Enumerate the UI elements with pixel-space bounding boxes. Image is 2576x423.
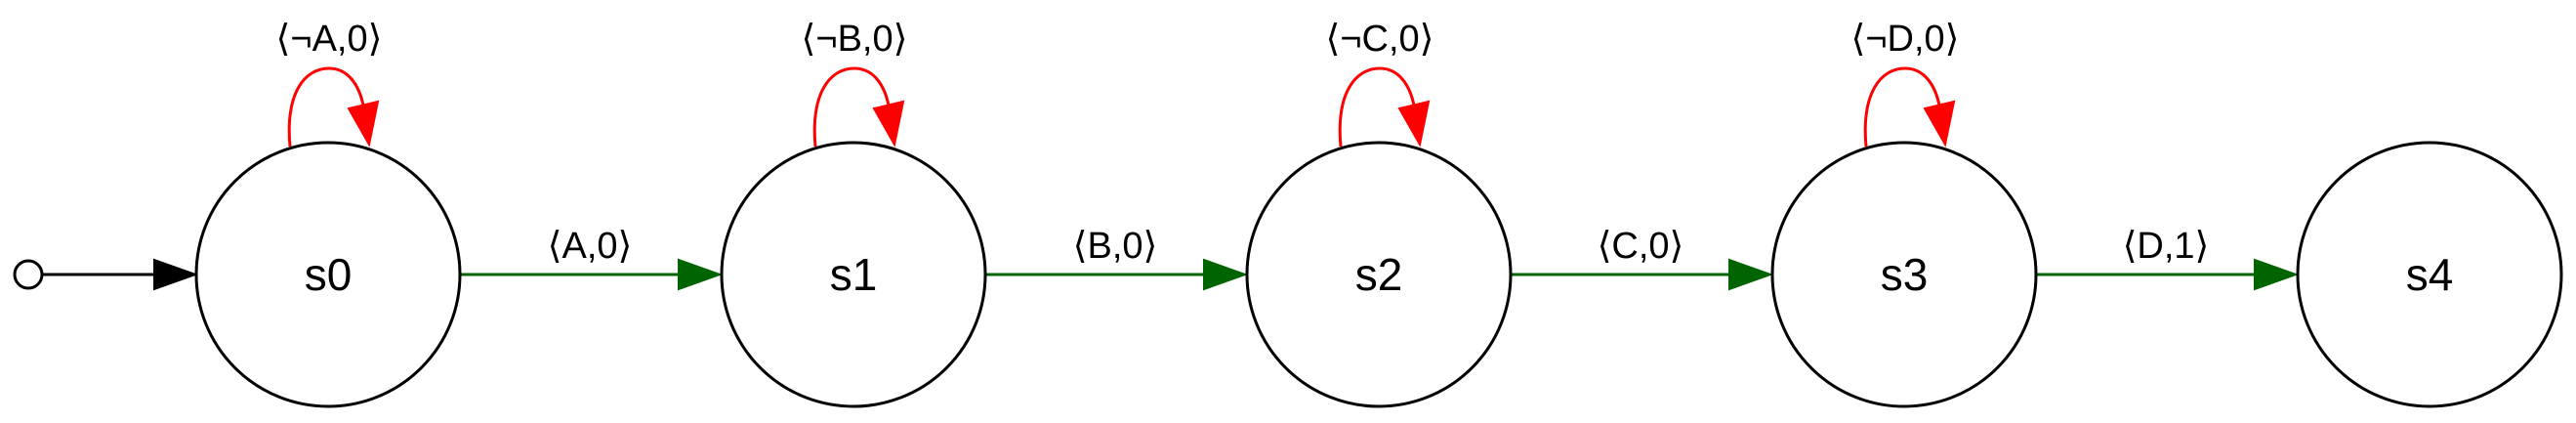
state-s2: s2 (1245, 141, 1513, 408)
state-circle (1245, 141, 1513, 408)
transition-arrow-head (1728, 258, 1773, 291)
self-loop-s3: ⟨¬D,0⟩ (1851, 19, 1960, 148)
self-loop-arrow-head (347, 100, 380, 148)
self-loop-path (287, 66, 365, 148)
transition-s2-s3: ⟨C,0⟩ (1512, 226, 1773, 291)
self-loop-s0: ⟨¬A,0⟩ (276, 19, 383, 148)
state-circle (1770, 141, 2038, 408)
initial-dot (13, 259, 44, 290)
state-s1: s1 (720, 141, 987, 408)
self-loop-label: ⟨¬C,0⟩ (1326, 19, 1434, 60)
self-loop-label: ⟨¬B,0⟩ (802, 19, 908, 60)
state-circle (720, 141, 987, 408)
initial-arrow-head (153, 258, 198, 291)
state-label: s4 (2406, 249, 2454, 300)
state-label: s1 (830, 249, 878, 300)
state-circle (194, 141, 462, 408)
state-label: s2 (1355, 249, 1403, 300)
state-s3: s3 (1770, 141, 2038, 408)
state-circle (2296, 141, 2563, 408)
state-label: s0 (305, 249, 353, 300)
transition-label: ⟨B,0⟩ (1073, 226, 1158, 267)
transition-s1-s2: ⟨B,0⟩ (986, 226, 1248, 291)
state-s4: s4 (2296, 141, 2563, 408)
self-loop-path (1338, 66, 1416, 148)
transition-s0-s1: ⟨A,0⟩ (461, 226, 723, 291)
state-s0: s0 (194, 141, 462, 408)
self-loop-arrow-head (1397, 100, 1431, 148)
transition-arrow-head (2254, 258, 2299, 291)
self-loop-label: ⟨¬A,0⟩ (276, 19, 383, 60)
self-loop-label: ⟨¬D,0⟩ (1851, 19, 1960, 60)
self-loop-path (812, 66, 891, 148)
transition-label: ⟨C,0⟩ (1598, 226, 1684, 267)
transition-label: ⟨A,0⟩ (548, 226, 633, 267)
self-loop-s1: ⟨¬B,0⟩ (802, 19, 908, 148)
transition-label: ⟨D,1⟩ (2123, 226, 2210, 267)
self-loop-path (1863, 66, 1941, 148)
transition-arrow-head (1203, 258, 1248, 291)
initial-arrow (13, 258, 198, 291)
self-loop-s2: ⟨¬C,0⟩ (1326, 19, 1434, 148)
state-label: s3 (1881, 249, 1929, 300)
transition-s3-s4: ⟨D,1⟩ (2037, 226, 2299, 291)
self-loop-arrow-head (872, 100, 905, 148)
self-loop-arrow-head (1923, 100, 1956, 148)
transition-arrow-head (678, 258, 723, 291)
